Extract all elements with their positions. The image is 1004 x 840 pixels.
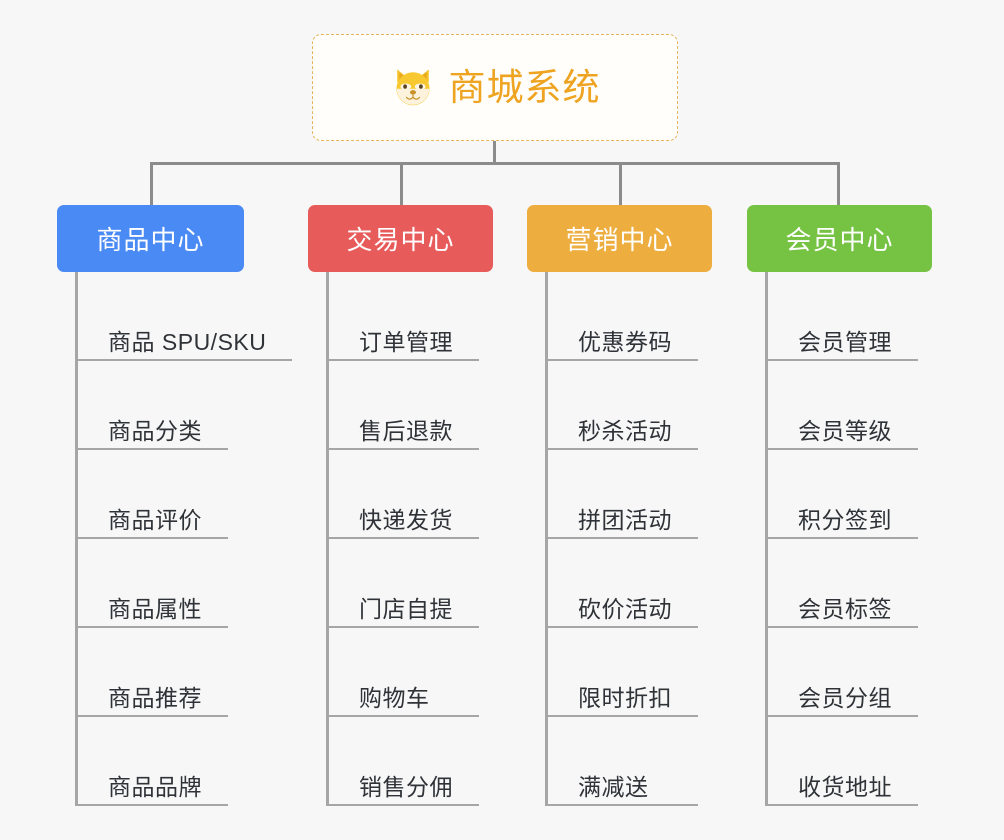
leaf-label: 售后退款 — [359, 418, 453, 444]
list-item[interactable]: 售后退款 — [329, 361, 479, 450]
list-item[interactable]: 限时折扣 — [548, 628, 698, 717]
branch-header-4[interactable]: 会员中心 — [747, 205, 932, 272]
leaf-label: 商品评价 — [108, 507, 202, 533]
branch-column-3: 营销中心 优惠券码 秒杀活动 拼团活动 砍价活动 限时折扣 满减送 — [527, 205, 712, 806]
connector-drop-4 — [837, 162, 840, 207]
leaf-label: 购物车 — [359, 685, 430, 711]
leaf-label: 砍价活动 — [578, 596, 672, 622]
root-node[interactable]: 商城系统 — [312, 34, 678, 141]
list-item[interactable]: 门店自提 — [329, 539, 479, 628]
connector-trunk — [493, 141, 496, 165]
leaf-label: 商品推荐 — [108, 685, 202, 711]
leaf-label: 会员管理 — [798, 329, 892, 355]
list-item[interactable]: 会员分组 — [768, 628, 918, 717]
leaf-label: 满减送 — [578, 774, 649, 800]
list-item[interactable]: 商品评价 — [78, 450, 228, 539]
branch-spine-3: 优惠券码 秒杀活动 拼团活动 砍价活动 限时折扣 满减送 — [545, 272, 712, 806]
branch-spine-2: 订单管理 售后退款 快递发货 门店自提 购物车 销售分佣 — [326, 272, 493, 806]
connector-drop-3 — [619, 162, 622, 207]
list-item[interactable]: 商品属性 — [78, 539, 228, 628]
branch-spine-1: 商品 SPU/SKU 商品分类 商品评价 商品属性 商品推荐 商品品牌 — [75, 272, 293, 806]
leaf-label: 积分签到 — [798, 507, 892, 533]
list-item[interactable]: 积分签到 — [768, 450, 918, 539]
leaf-label: 优惠券码 — [578, 329, 672, 355]
leaf-label: 快递发货 — [359, 507, 453, 533]
connector-drop-2 — [400, 162, 403, 207]
list-item[interactable]: 购物车 — [329, 628, 479, 717]
leaf-label: 会员分组 — [798, 685, 892, 711]
list-item[interactable]: 收货地址 — [768, 717, 918, 806]
list-item[interactable]: 秒杀活动 — [548, 361, 698, 450]
branch-column-4: 会员中心 会员管理 会员等级 积分签到 会员标签 会员分组 收货地址 — [747, 205, 932, 806]
branch-header-label-3: 营销中心 — [565, 225, 674, 255]
leaf-label: 销售分佣 — [359, 774, 453, 800]
branch-spine-4: 会员管理 会员等级 积分签到 会员标签 会员分组 收货地址 — [765, 272, 932, 806]
leaf-label: 订单管理 — [359, 329, 453, 355]
connector-bus — [150, 162, 840, 165]
list-item[interactable]: 会员等级 — [768, 361, 918, 450]
list-item[interactable]: 快递发货 — [329, 450, 479, 539]
branch-header-label-1: 商品中心 — [96, 225, 205, 255]
list-item[interactable]: 销售分佣 — [329, 717, 479, 806]
list-item[interactable]: 会员标签 — [768, 539, 918, 628]
branch-column-2: 交易中心 订单管理 售后退款 快递发货 门店自提 购物车 销售分佣 — [308, 205, 493, 806]
leaf-label: 商品 SPU/SKU — [108, 329, 267, 355]
leaf-label: 收货地址 — [798, 774, 892, 800]
branch-header-3[interactable]: 营销中心 — [527, 205, 712, 272]
branch-column-1: 商品中心 商品 SPU/SKU 商品分类 商品评价 商品属性 商品推荐 商品品牌 — [57, 205, 293, 806]
leaf-label: 拼团活动 — [578, 507, 672, 533]
list-item[interactable]: 订单管理 — [329, 272, 479, 361]
list-item[interactable]: 商品 SPU/SKU — [78, 272, 293, 361]
leaf-label: 会员等级 — [798, 418, 892, 444]
root-label: 商城系统 — [448, 67, 601, 108]
list-item[interactable]: 优惠券码 — [548, 272, 698, 361]
leaf-label: 秒杀活动 — [578, 418, 672, 444]
connector-drop-1 — [150, 162, 153, 207]
leaf-label: 门店自提 — [359, 596, 453, 622]
list-item[interactable]: 商品品牌 — [78, 717, 228, 806]
leaf-label: 限时折扣 — [578, 685, 672, 711]
list-item[interactable]: 拼团活动 — [548, 450, 698, 539]
list-item[interactable]: 砍价活动 — [548, 539, 698, 628]
branch-header-1[interactable]: 商品中心 — [57, 205, 244, 272]
list-item[interactable]: 商品推荐 — [78, 628, 228, 717]
leaf-label: 商品分类 — [108, 418, 202, 444]
list-item[interactable]: 会员管理 — [768, 272, 918, 361]
leaf-label: 会员标签 — [798, 596, 892, 622]
list-item[interactable]: 满减送 — [548, 717, 698, 806]
branch-header-label-2: 交易中心 — [346, 225, 455, 255]
list-item[interactable]: 商品分类 — [78, 361, 228, 450]
branch-header-2[interactable]: 交易中心 — [308, 205, 493, 272]
shiba-dog-face-icon — [395, 68, 430, 105]
leaf-label: 商品品牌 — [108, 774, 202, 800]
branch-header-label-4: 会员中心 — [785, 225, 894, 255]
leaf-label: 商品属性 — [108, 596, 202, 622]
